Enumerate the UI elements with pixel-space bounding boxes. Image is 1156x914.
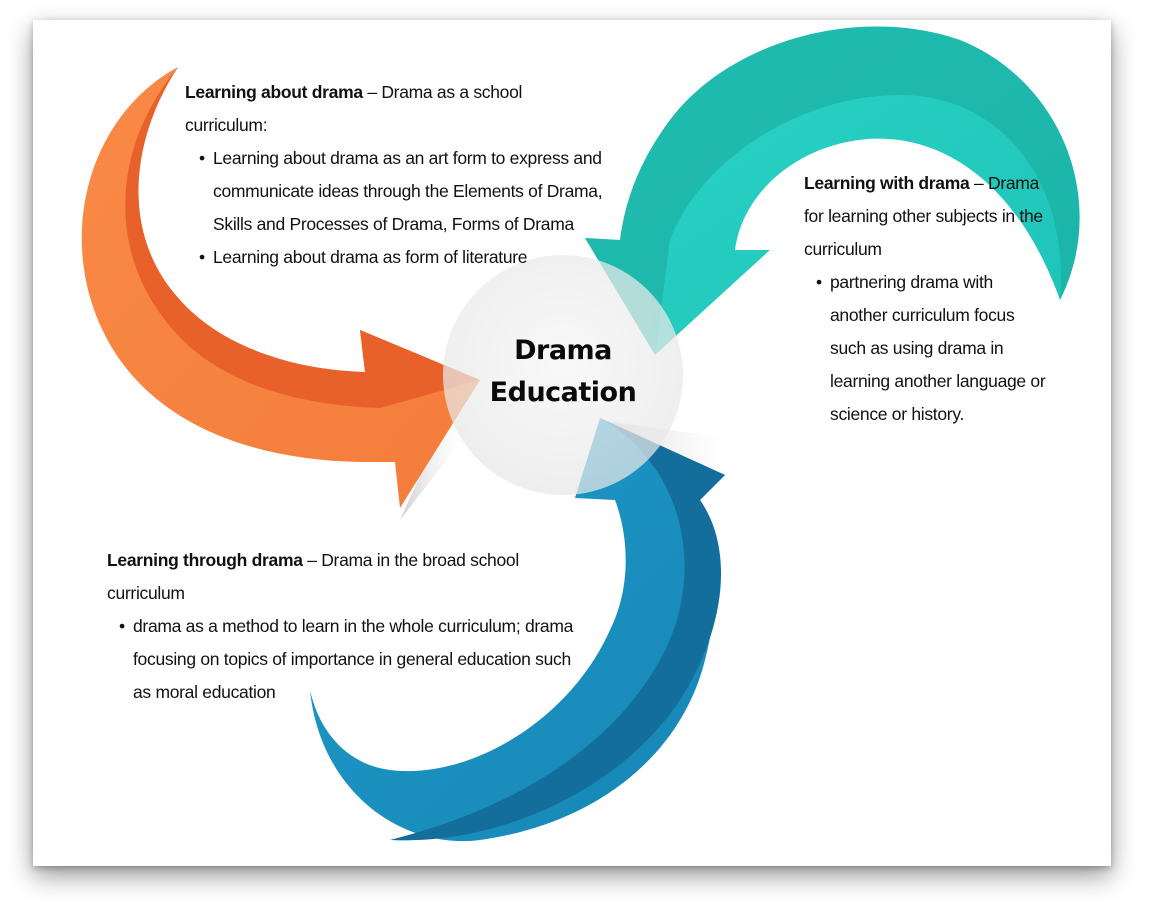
learning-through-heading: Learning through drama bbox=[107, 550, 303, 570]
list-item: drama as a method to learn in the whole … bbox=[119, 610, 577, 709]
learning-about-heading-rest: – Drama as a school curriculum: bbox=[185, 82, 523, 135]
learning-about-drama-block: Learning about drama – Drama as a school… bbox=[185, 76, 605, 274]
learning-through-heading-line: Learning through drama – Drama in the br… bbox=[107, 544, 577, 610]
learning-with-drama-block: Learning with drama – Drama for learning… bbox=[804, 167, 1049, 431]
center-circle bbox=[443, 255, 683, 495]
list-item: Learning about drama as an art form to e… bbox=[199, 142, 605, 241]
learning-through-drama-block: Learning through drama – Drama in the br… bbox=[107, 544, 577, 709]
teal-arrow-icon bbox=[585, 26, 1080, 356]
learning-with-bullet-list: partnering drama with another curriculum… bbox=[816, 266, 1049, 431]
learning-with-heading-rest: – Drama for learning other subjects in t… bbox=[804, 173, 1043, 259]
teal-arrow-body-dark bbox=[585, 26, 1080, 356]
learning-with-heading: Learning with drama bbox=[804, 173, 970, 193]
center-title-line1: Drama bbox=[514, 335, 612, 366]
learning-through-bullet-list: drama as a method to learn in the whole … bbox=[119, 610, 577, 709]
learning-about-heading: Learning about drama bbox=[185, 82, 363, 102]
learning-about-bullet-list: Learning about drama as an art form to e… bbox=[199, 142, 605, 274]
list-item: partnering drama with another curriculum… bbox=[816, 266, 1049, 431]
center-title-line2: Education bbox=[489, 377, 637, 408]
list-item: Learning about drama as form of literatu… bbox=[199, 241, 605, 274]
center-title: Drama Education bbox=[470, 330, 656, 414]
learning-with-heading-line: Learning with drama – Drama for learning… bbox=[804, 167, 1049, 266]
orange-arrow-shadow bbox=[400, 420, 470, 520]
learning-about-heading-line: Learning about drama – Drama as a school… bbox=[185, 76, 605, 142]
learning-through-heading-rest: – Drama in the broad school curriculum bbox=[107, 550, 519, 603]
blue-arrow-body-dark bbox=[390, 418, 725, 841]
